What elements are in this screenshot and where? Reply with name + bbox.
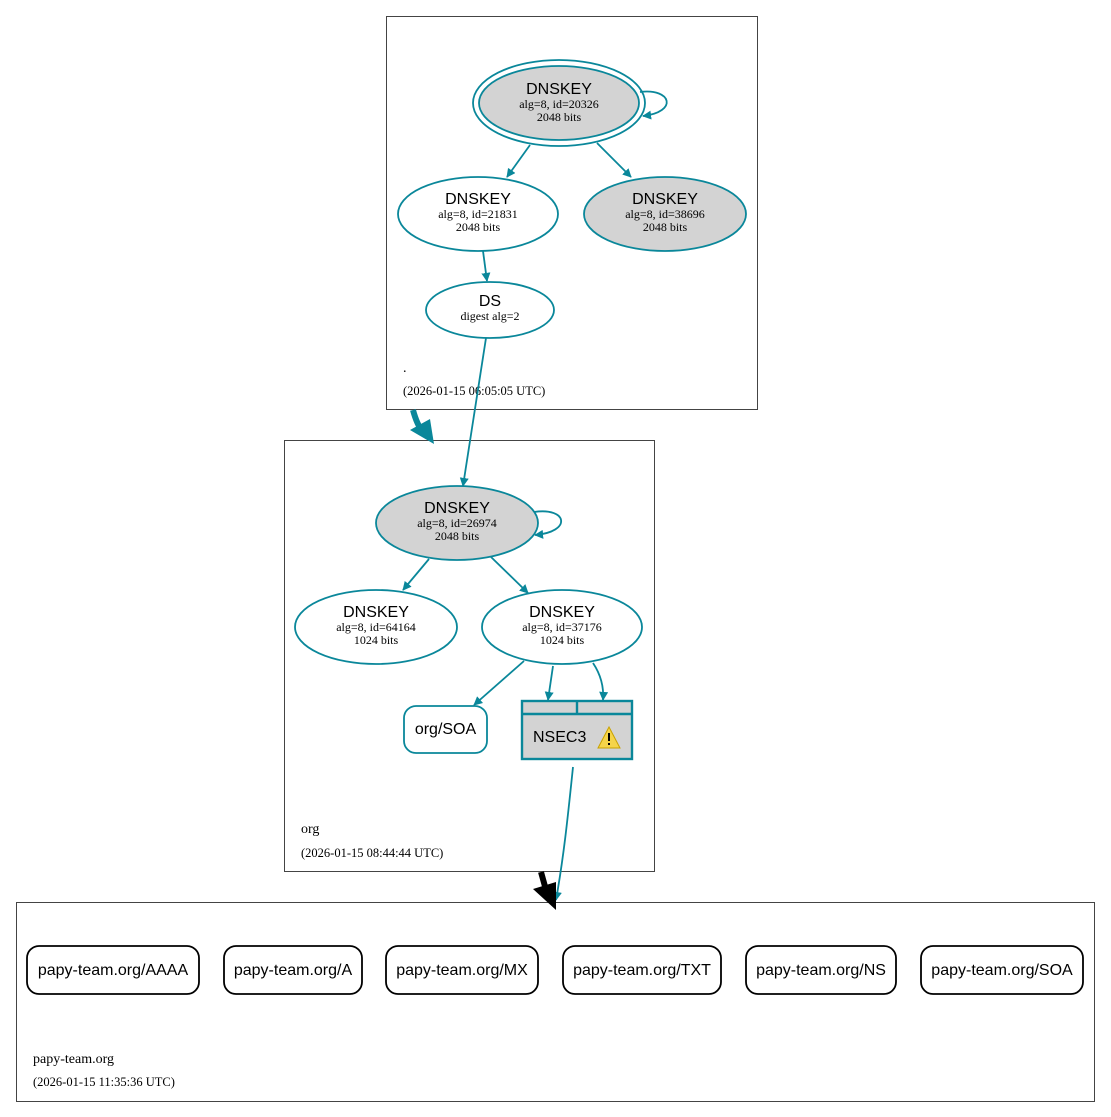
edge-nsec3-to-papy [552,766,574,901]
record-list: papy-team.org/AAAA papy-team.org/A papy-… [26,945,1084,995]
node-root-ksk-type: DNSKEY [526,81,592,98]
node-nsec3[interactable]: NSEC3 [520,699,634,761]
edge-org-zsk2-to-nsec3-b [592,662,609,701]
node-root-ksk-size: 2048 bits [537,110,582,124]
edge-root-ksk-self [639,90,668,120]
record-ns-label: papy-team.org/NS [756,962,886,979]
node-root-zsk2-type: DNSKEY [632,191,698,208]
node-org-zsk-37176[interactable]: DNSKEY alg=8, id=37176 1024 bits [481,589,643,665]
record-a-label: papy-team.org/A [234,962,353,979]
record-mx-label: papy-team.org/MX [396,962,528,979]
node-org-zsk1-type: DNSKEY [343,604,409,621]
node-org-zsk1-detail: alg=8, id=64164 [336,620,416,634]
record-soa[interactable]: papy-team.org/SOA [920,945,1084,995]
zone-root-name: . [403,361,407,376]
edge-org-zsk2-to-soa [473,660,525,706]
node-org-ds[interactable]: DS digest alg=2 [425,281,555,339]
node-org-ksk[interactable]: DNSKEY alg=8, id=26974 2048 bits [375,485,539,561]
edge-org-ksk-to-zsk1 [402,558,430,591]
node-nsec3-label: NSEC3 [533,729,586,746]
node-root-zsk1-type: DNSKEY [445,191,511,208]
record-ns[interactable]: papy-team.org/NS [745,945,897,995]
record-soa-label: papy-team.org/SOA [931,962,1073,979]
edge-org-ksk-self [533,510,563,539]
edge-root-ksk-to-zsk1 [506,144,531,178]
node-root-zsk2-detail: alg=8, id=38696 [625,207,705,221]
node-org-ds-type: DS [479,293,501,310]
node-root-ksk[interactable]: DNSKEY alg=8, id=20326 2048 bits [472,59,646,147]
record-mx[interactable]: papy-team.org/MX [385,945,539,995]
record-a[interactable]: papy-team.org/A [223,945,363,995]
node-root-zsk2-size: 2048 bits [643,220,688,234]
node-org-ksk-detail: alg=8, id=26974 [417,516,497,530]
node-org-soa[interactable]: org/SOA [403,705,488,754]
node-org-zsk2-type: DNSKEY [529,604,595,621]
zone-org-timestamp: (2026-01-15 08:44:44 UTC) [301,846,443,860]
edge-org-ksk-to-zsk2 [490,556,529,594]
record-txt[interactable]: papy-team.org/TXT [562,945,722,995]
node-root-zsk1-size: 2048 bits [456,220,501,234]
node-org-zsk-64164[interactable]: DNSKEY alg=8, id=64164 1024 bits [294,589,458,665]
node-root-zsk-21831[interactable]: DNSKEY alg=8, id=21831 2048 bits [397,176,559,252]
node-org-zsk2-size: 1024 bits [540,633,585,647]
record-txt-label: papy-team.org/TXT [573,962,711,979]
edge-ds-to-org-ksk [459,337,487,487]
edge-root-ksk-to-zsk2 [596,142,632,178]
node-root-zsk1-detail: alg=8, id=21831 [438,207,518,221]
zone-papy-team: papy-team.org (2026-01-15 11:35:36 UTC) [16,902,1095,1102]
node-root-ksk-detail: alg=8, id=20326 [519,97,599,111]
node-org-zsk1-size: 1024 bits [354,633,399,647]
record-aaaa[interactable]: papy-team.org/AAAA [26,945,200,995]
edge-org-zsk2-to-nsec3-a [544,665,554,701]
zone-org-name: org [301,822,319,837]
record-aaaa-label: papy-team.org/AAAA [38,962,189,979]
zone-root: . (2026-01-15 06:05:05 UTC) [386,16,758,410]
node-org-zsk2-detail: alg=8, id=37176 [522,620,602,634]
node-org-ksk-type: DNSKEY [424,500,490,517]
node-org-ksk-size: 2048 bits [435,529,480,543]
node-org-ds-detail: digest alg=2 [460,309,519,323]
node-root-zsk-38696[interactable]: DNSKEY alg=8, id=38696 2048 bits [583,176,747,252]
zone-papy-name: papy-team.org [33,1052,114,1067]
warning-icon [597,725,621,749]
edge-root-zsk1-to-ds [481,250,491,282]
node-org-soa-label: org/SOA [415,721,477,738]
edges [402,90,668,910]
delegation-root-to-org-head [410,419,434,444]
delegation-org-to-papy-head [533,882,556,910]
zone-root-timestamp: (2026-01-15 06:05:05 UTC) [403,384,545,398]
zone-papy-timestamp: (2026-01-15 11:35:36 UTC) [33,1075,175,1089]
